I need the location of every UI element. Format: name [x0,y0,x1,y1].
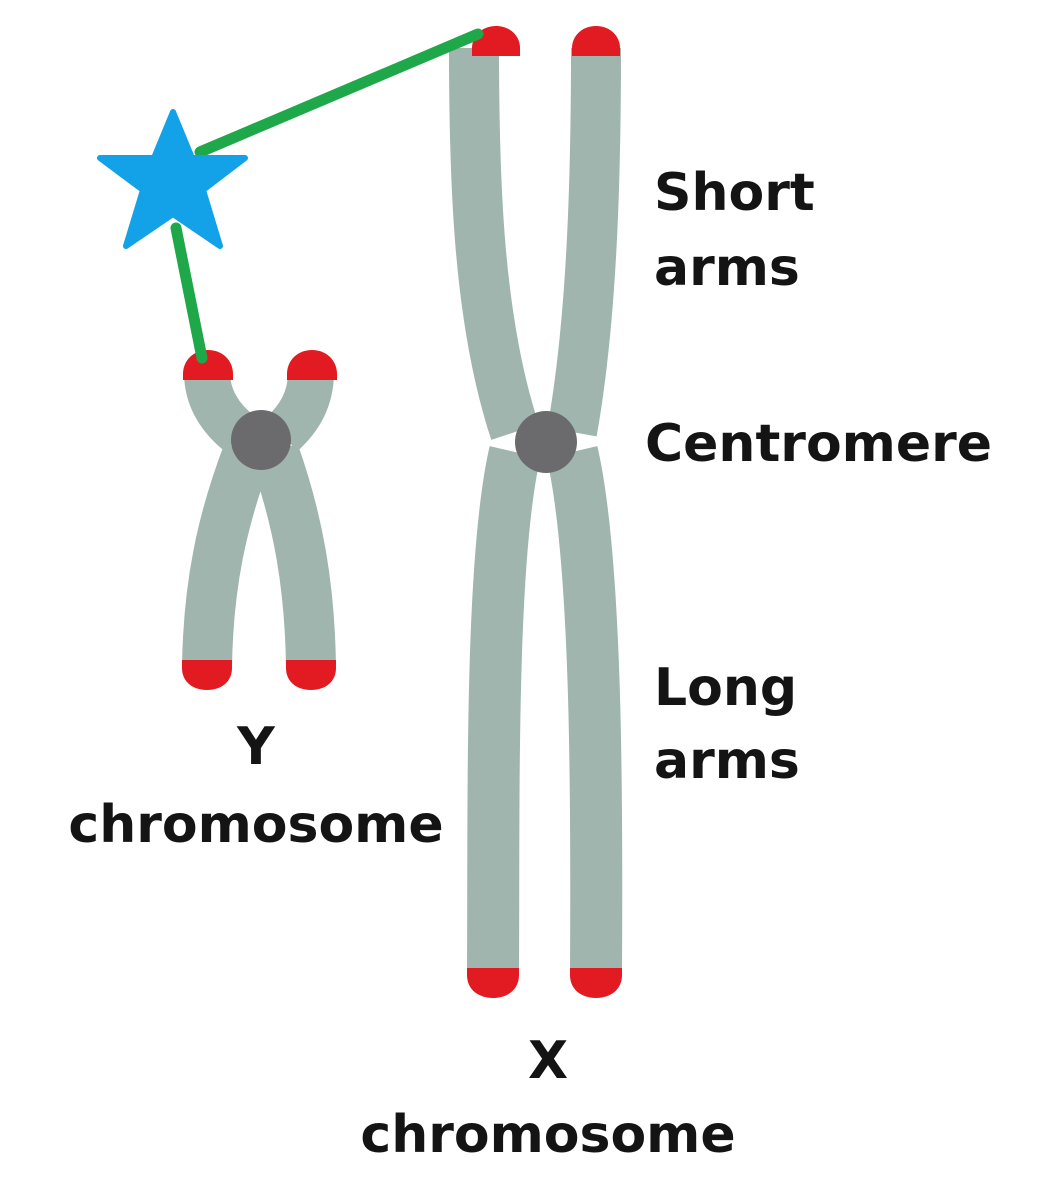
long-arms-label-line2: arms [654,731,800,791]
x-left-short-arm [449,47,539,440]
centromere-label: Centromere [645,414,992,474]
x-centromere [515,411,577,473]
short-arms-label-line1: Short [654,163,815,223]
x-bottom-left-telomere [467,968,519,998]
y-bottom-left-telomere [182,660,232,690]
x-left-long-arm [467,446,541,973]
y-chromosome-label-letter: Y [236,717,276,777]
y-left-lower-arm [182,443,272,669]
x-top-right-telomere [572,26,620,56]
x-right-long-arm [546,446,623,973]
star-icon [97,109,248,249]
x-chromosome-label-word: chromosome [360,1105,735,1165]
x-chromosome-label-letter: X [528,1031,568,1091]
long-arms-label-line1: Long [654,658,797,718]
y-bottom-right-telomere [286,660,336,690]
x-top-left-telomere [472,26,520,56]
x-chromosome [449,26,623,998]
marker-group [97,28,484,364]
y-chromosome-label-word: chromosome [68,795,443,855]
y-top-right-telomere [287,350,337,380]
x-bottom-right-telomere [570,968,622,998]
short-arms-label-line2: arms [654,238,800,298]
connector-to-y-telomere [170,222,208,364]
y-left-upper-arm [184,370,255,452]
y-chromosome [182,350,337,690]
x-right-short-arm [547,47,621,437]
y-right-lower-arm [250,443,336,669]
y-centromere [231,410,291,470]
connector-to-x-telomere [194,28,484,158]
y-top-left-telomere [183,350,233,380]
